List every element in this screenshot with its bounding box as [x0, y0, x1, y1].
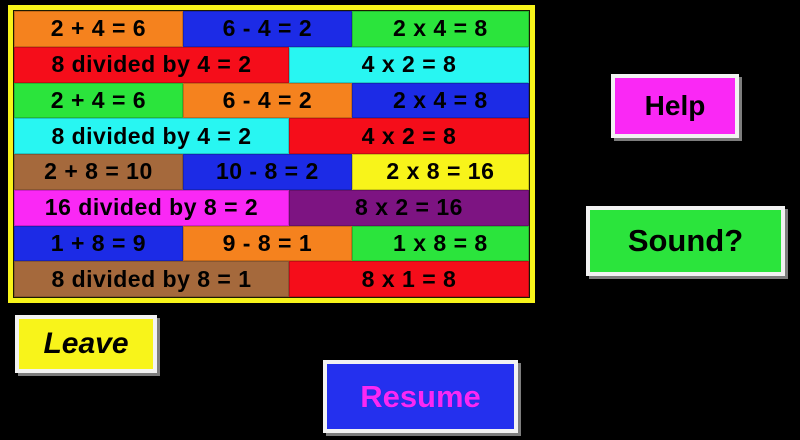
- equation-cell: 2 + 4 = 6: [14, 11, 183, 47]
- equation-cell: 8 divided by 8 = 1: [14, 261, 289, 297]
- equation-cell: 8 divided by 4 = 2: [14, 118, 289, 154]
- leave-button-label: Leave: [43, 327, 129, 360]
- equation-cell: 8 divided by 4 = 2: [14, 46, 289, 83]
- equation-cell: 1 x 8 = 8: [351, 225, 529, 262]
- sound-toggle-button[interactable]: Sound?: [586, 206, 785, 276]
- resume-button-label: Resume: [360, 378, 481, 414]
- equation-cell: 16 divided by 8 = 2: [14, 189, 289, 226]
- leave-button[interactable]: Leave: [15, 315, 157, 373]
- equation-cell: 2 + 4 = 6: [14, 82, 183, 119]
- help-button[interactable]: Help: [611, 74, 739, 138]
- equation-cell: 8 x 1 = 8: [289, 261, 529, 297]
- equation-cell: 2 x 4 = 8: [351, 11, 529, 47]
- equation-cell: 8 x 2 = 16: [289, 189, 529, 226]
- equation-cell: 2 x 8 = 16: [351, 154, 529, 190]
- sound-toggle-button-label: Sound?: [627, 223, 744, 258]
- equation-cell: 1 + 8 = 9: [14, 225, 183, 262]
- equation-cell: 4 x 2 = 8: [289, 46, 529, 83]
- equation-cell: 6 - 4 = 2: [182, 82, 352, 119]
- equation-cell: 2 + 8 = 10: [14, 154, 183, 190]
- equation-cell: 10 - 8 = 2: [182, 154, 352, 190]
- equation-cell: 9 - 8 = 1: [182, 225, 352, 262]
- equation-cell: 2 x 4 = 8: [351, 82, 529, 119]
- equation-cell: 6 - 4 = 2: [182, 11, 352, 47]
- resume-button[interactable]: Resume: [323, 360, 518, 433]
- equation-cell: 4 x 2 = 8: [289, 118, 529, 154]
- help-button-label: Help: [644, 90, 706, 121]
